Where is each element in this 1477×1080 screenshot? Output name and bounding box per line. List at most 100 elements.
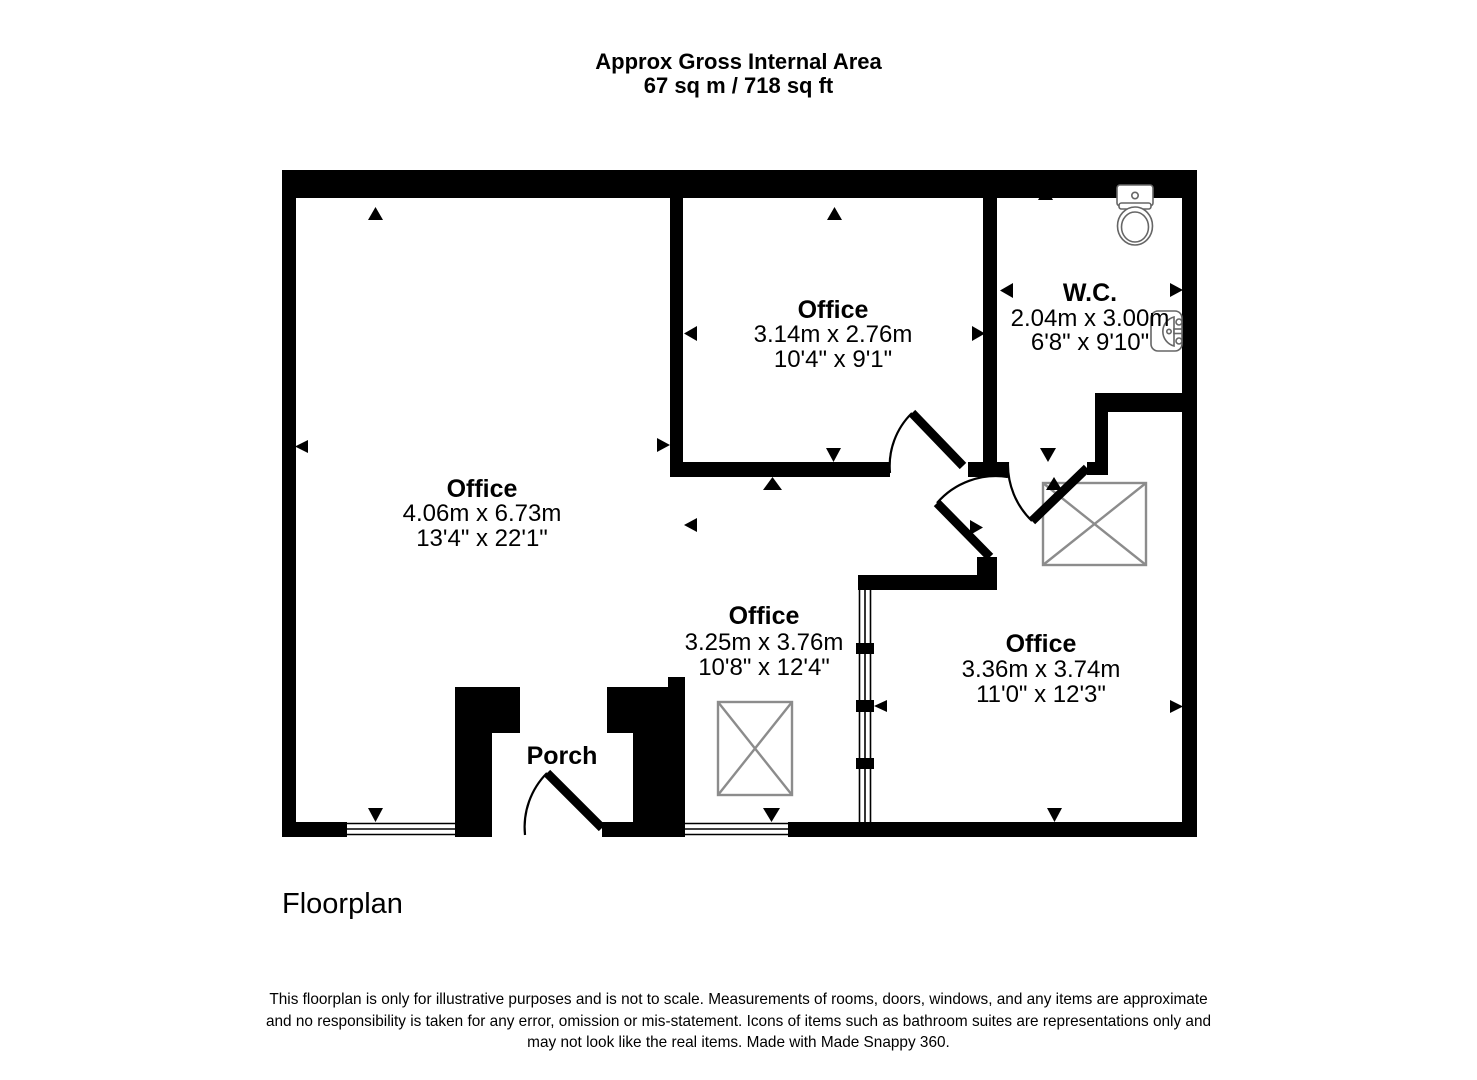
room-name: W.C.	[1063, 279, 1117, 307]
room-dim-metric: 2.04m x 3.00m	[1011, 305, 1170, 332]
door-office-se	[933, 474, 1009, 561]
wall-wc-bottom	[1095, 393, 1183, 412]
arrow-up	[1038, 187, 1053, 200]
arrow-left	[1000, 283, 1013, 298]
interior-walls	[455, 198, 1183, 837]
door-arc	[523, 772, 548, 836]
arrow-down	[1040, 448, 1056, 462]
arrow-down	[1047, 808, 1062, 822]
door-entrance	[523, 769, 606, 836]
room-dim-imperial: 11'0" x 12'3"	[976, 681, 1106, 708]
partition-mullion	[856, 758, 874, 769]
windows	[347, 590, 874, 837]
door-leaf	[543, 769, 606, 832]
cupboard-cross	[717, 701, 793, 796]
arrow-left	[684, 326, 697, 341]
gross-area-title: Approx Gross Internal Area	[595, 49, 882, 74]
cupboard-cross	[1042, 482, 1147, 566]
cupboard-box	[1041, 481, 1148, 567]
door-wc	[1006, 461, 1091, 525]
arrow-right	[1170, 700, 1183, 713]
cupboard-icon	[716, 700, 794, 797]
room-label-office-n: Office 3.14m x 2.76m 10'4" x 9'1"	[754, 296, 913, 373]
porch-wall-strip	[668, 677, 685, 837]
room-label-office-se: Office 3.36m x 3.74m 11'0" x 12'3"	[962, 630, 1121, 708]
room-label-porch: Porch	[527, 742, 598, 770]
arrow-up	[827, 207, 842, 220]
sink-tap	[1173, 328, 1183, 335]
gross-area-header: Approx Gross Internal Area 67 sq m / 718…	[0, 50, 1477, 98]
wall-top	[282, 170, 1197, 198]
arrow-down	[826, 448, 841, 462]
room-labels: Office 4.06m x 6.73m 13'4" x 22'1" Offic…	[403, 279, 1170, 770]
sink-drain	[1166, 328, 1173, 335]
partition-mullion	[856, 643, 874, 654]
cupboard-box	[716, 700, 794, 797]
room-dim-imperial: 13'4" x 22'1"	[416, 525, 548, 552]
wall-wc-left	[983, 198, 997, 477]
room-label-wc: W.C. 2.04m x 3.00m 6'8" x 9'10"	[1011, 279, 1170, 356]
porch-pillar-left-lower	[455, 733, 492, 837]
disclaimer-text: This floorplan is only for illustrative …	[30, 989, 1448, 1054]
wall-bottom-seg1	[282, 822, 347, 837]
sink-tap-knob	[1175, 318, 1183, 326]
door-arc	[888, 412, 913, 474]
wall-left	[282, 170, 296, 837]
dimension-arrows	[295, 187, 1183, 822]
doors	[523, 409, 1091, 836]
floorplan-caption: Floorplan	[282, 888, 403, 920]
arrow-right	[1170, 283, 1183, 297]
arrow-up	[763, 477, 782, 490]
room-name: Office	[729, 602, 800, 630]
wall-wc-corridor	[1095, 393, 1108, 473]
toilet-button	[1131, 191, 1140, 200]
wall-bottom-seg3	[788, 822, 1197, 837]
room-name: Office	[798, 296, 869, 324]
arrow-up	[368, 207, 383, 220]
arrow-down	[763, 808, 780, 822]
sink-icon	[1150, 310, 1183, 352]
wall-office-divider	[670, 198, 683, 477]
door-office-n	[888, 409, 967, 474]
arrow-left	[684, 518, 697, 532]
room-label-office-sw: Office 3.25m x 3.76m 10'8" x 12'4"	[685, 602, 844, 681]
porch-pillar-left-upper	[455, 687, 520, 733]
room-dim-imperial: 10'4" x 9'1"	[774, 346, 892, 373]
arrow-right	[970, 520, 983, 535]
room-dim-metric: 3.36m x 3.74m	[962, 656, 1121, 683]
disclaimer-line: This floorplan is only for illustrative …	[269, 991, 1208, 1008]
door-leaf	[933, 499, 994, 561]
room-dim-metric: 4.06m x 6.73m	[403, 500, 562, 527]
disclaimer-line: may not look like the real items. Made w…	[527, 1034, 950, 1051]
room-name: Porch	[527, 742, 598, 770]
partition-mullion	[856, 700, 874, 712]
arrow-left	[295, 440, 308, 453]
toilet-icon	[1116, 184, 1154, 246]
room-label-office-nw: Office 4.06m x 6.73m 13'4" x 22'1"	[403, 475, 562, 552]
room-dim-imperial: 6'8" x 9'10"	[1031, 329, 1149, 356]
cupboard-icon	[1041, 481, 1148, 567]
window-bottom-middle	[685, 822, 788, 837]
door-arc	[1006, 461, 1033, 522]
window-bottom-left	[347, 822, 455, 837]
room-dim-imperial: 10'8" x 12'4"	[698, 654, 830, 681]
arrow-down	[368, 808, 383, 822]
arrow-right	[657, 438, 670, 452]
sink-tap-knob	[1175, 337, 1183, 345]
door-leaf	[1028, 464, 1091, 525]
room-name: Office	[1006, 630, 1077, 658]
door-arc	[936, 474, 1009, 504]
toilet-bowl-inner	[1120, 211, 1150, 243]
porch-pillar-right-upper	[607, 687, 672, 733]
room-dim-metric: 3.25m x 3.76m	[685, 629, 844, 656]
arrow-left	[874, 700, 887, 712]
porch-pillar-right-lower	[633, 733, 672, 837]
door-leaf	[908, 409, 967, 470]
glazed-partition	[856, 590, 874, 822]
wall-office-n-bottom	[683, 462, 890, 477]
gross-area-value: 67 sq m / 718 sq ft	[643, 73, 834, 98]
arrow-up	[1046, 477, 1062, 490]
wall-right	[1182, 170, 1197, 837]
disclaimer-line: and no responsibility is taken for any e…	[265, 1012, 1212, 1030]
